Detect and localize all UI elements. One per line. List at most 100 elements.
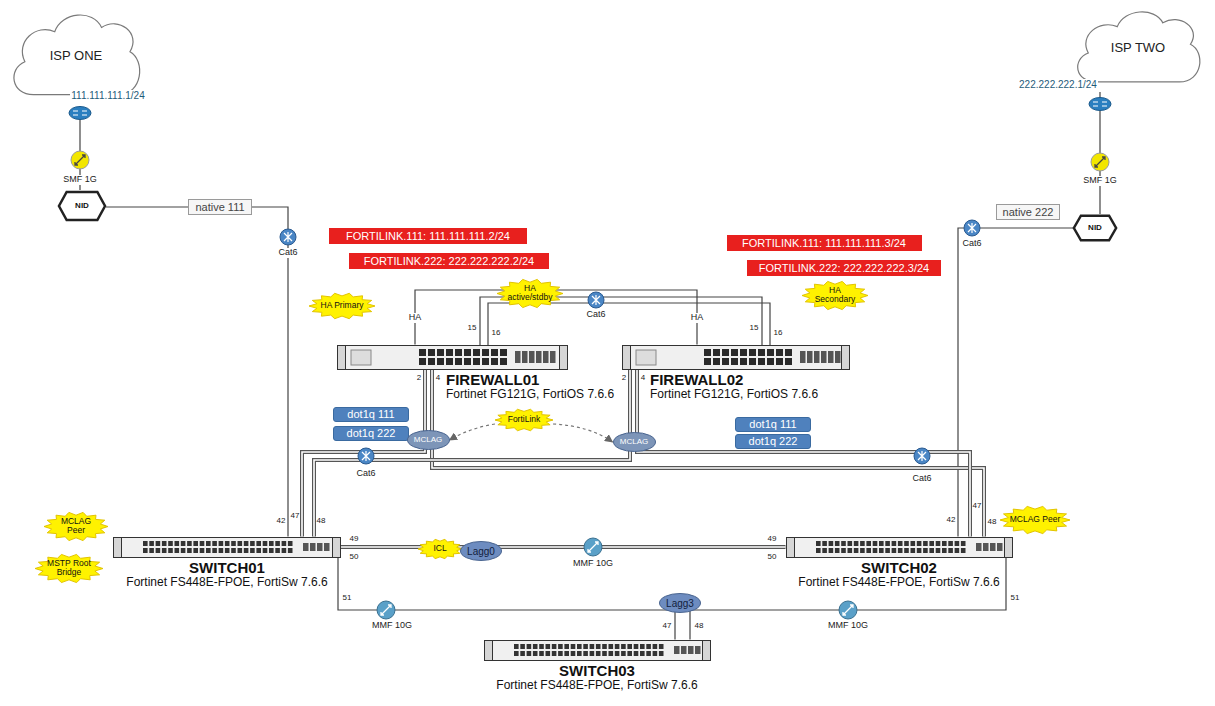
vlan-tag: dot1q 222 — [333, 426, 409, 441]
annotation-label: 222.222.222.1/24 — [1018, 79, 1098, 90]
connector — [637, 370, 970, 537]
burst-outline — [495, 409, 553, 430]
port — [704, 358, 711, 365]
device-name: SWITCH02 — [798, 560, 999, 577]
port — [897, 541, 902, 546]
port — [785, 349, 792, 356]
device-caption: FIREWALL02Fortinet FG121G, FortiOS 7.6.6 — [650, 370, 818, 402]
port — [740, 349, 747, 356]
cable-inner — [637, 370, 970, 537]
vlan-tag: dot1q 111 — [735, 417, 811, 432]
port — [658, 644, 663, 649]
port — [168, 548, 173, 553]
port — [193, 541, 198, 546]
media-converter-icon — [71, 151, 89, 169]
port — [532, 644, 537, 649]
port — [162, 548, 167, 553]
media-converter-icon — [1091, 153, 1109, 171]
port — [577, 644, 582, 649]
device-model: Fortinet FG121G, FortiOS 7.6.6 — [446, 388, 614, 401]
nid-device: NID — [58, 190, 106, 222]
sfp-port — [835, 351, 841, 363]
rack-art — [113, 537, 341, 558]
burst-outline — [497, 279, 563, 307]
port — [776, 358, 783, 365]
port — [583, 651, 588, 656]
port — [428, 358, 435, 365]
oval-outline — [407, 431, 449, 450]
connector — [690, 558, 1006, 640]
burst-outline — [802, 281, 868, 309]
uplink-port — [983, 543, 989, 551]
port — [816, 541, 821, 546]
port — [437, 358, 444, 365]
annotation-label: 4 — [640, 374, 646, 383]
port — [960, 548, 965, 553]
port — [822, 548, 827, 553]
uplink-port — [674, 646, 680, 654]
device-caption: SWITCH03Fortinet FS448E-FPOE, FortiSw 7.… — [496, 661, 697, 693]
callout-burst: MCLAG Peer — [1000, 506, 1070, 534]
port — [891, 541, 896, 546]
port — [713, 358, 720, 365]
cloud-outline — [14, 15, 140, 95]
port — [551, 644, 556, 649]
port — [275, 548, 280, 553]
rack-body — [337, 345, 567, 369]
burst-outline — [44, 512, 108, 540]
lag-oval: Lagg3 — [659, 593, 701, 613]
port — [960, 541, 965, 546]
port — [954, 541, 959, 546]
port — [879, 548, 884, 553]
port — [212, 548, 217, 553]
port — [143, 541, 148, 546]
panel — [351, 350, 371, 365]
sfp-port — [522, 351, 528, 363]
annotation-label: HA — [408, 313, 423, 323]
annotation-label: 47 — [972, 502, 983, 511]
port — [225, 541, 230, 546]
port — [564, 644, 569, 649]
callout-burst: MCLAG Peer — [44, 512, 108, 541]
device-name: SWITCH01 — [126, 560, 327, 577]
oval-outline — [461, 542, 502, 561]
port — [570, 651, 575, 656]
rack-ear — [559, 345, 567, 369]
port — [545, 651, 550, 656]
annotation-label: 42 — [946, 516, 957, 525]
annotation-label: 2 — [416, 374, 422, 383]
device-model: Fortinet FG121G, FortiOS 7.6.6 — [650, 388, 818, 401]
uplink-port — [695, 646, 701, 654]
annotation-label: 16 — [491, 329, 502, 338]
port — [646, 644, 651, 649]
port — [545, 644, 550, 649]
node-text: NID — [75, 202, 89, 211]
callout-burst: MSTP Root Bridge — [35, 554, 103, 583]
cable-inner — [341, 546, 786, 548]
port — [282, 541, 287, 546]
connector — [341, 547, 786, 548]
device-name: FIREWALL02 — [650, 372, 818, 389]
cable-line — [338, 558, 675, 640]
rack-art — [622, 345, 850, 370]
vlan-tag: dot1q 111 — [333, 407, 409, 422]
port — [238, 541, 243, 546]
callout-burst: HA active/stdby — [497, 279, 563, 308]
sfp-port — [529, 351, 535, 363]
port — [910, 541, 915, 546]
port — [149, 548, 154, 553]
connector — [432, 370, 984, 537]
sfp-port — [828, 351, 834, 363]
callout-burst: FortiLink — [495, 409, 553, 431]
port — [923, 541, 928, 546]
uplink-port — [317, 543, 323, 551]
node-text: dot1q 111 — [749, 418, 796, 430]
port — [156, 548, 161, 553]
port — [181, 541, 186, 546]
port — [608, 644, 613, 649]
annotation-label: 47 — [290, 512, 301, 521]
port — [156, 541, 161, 546]
port — [627, 651, 632, 656]
port — [954, 548, 959, 553]
annotation-label: 15 — [749, 324, 760, 333]
